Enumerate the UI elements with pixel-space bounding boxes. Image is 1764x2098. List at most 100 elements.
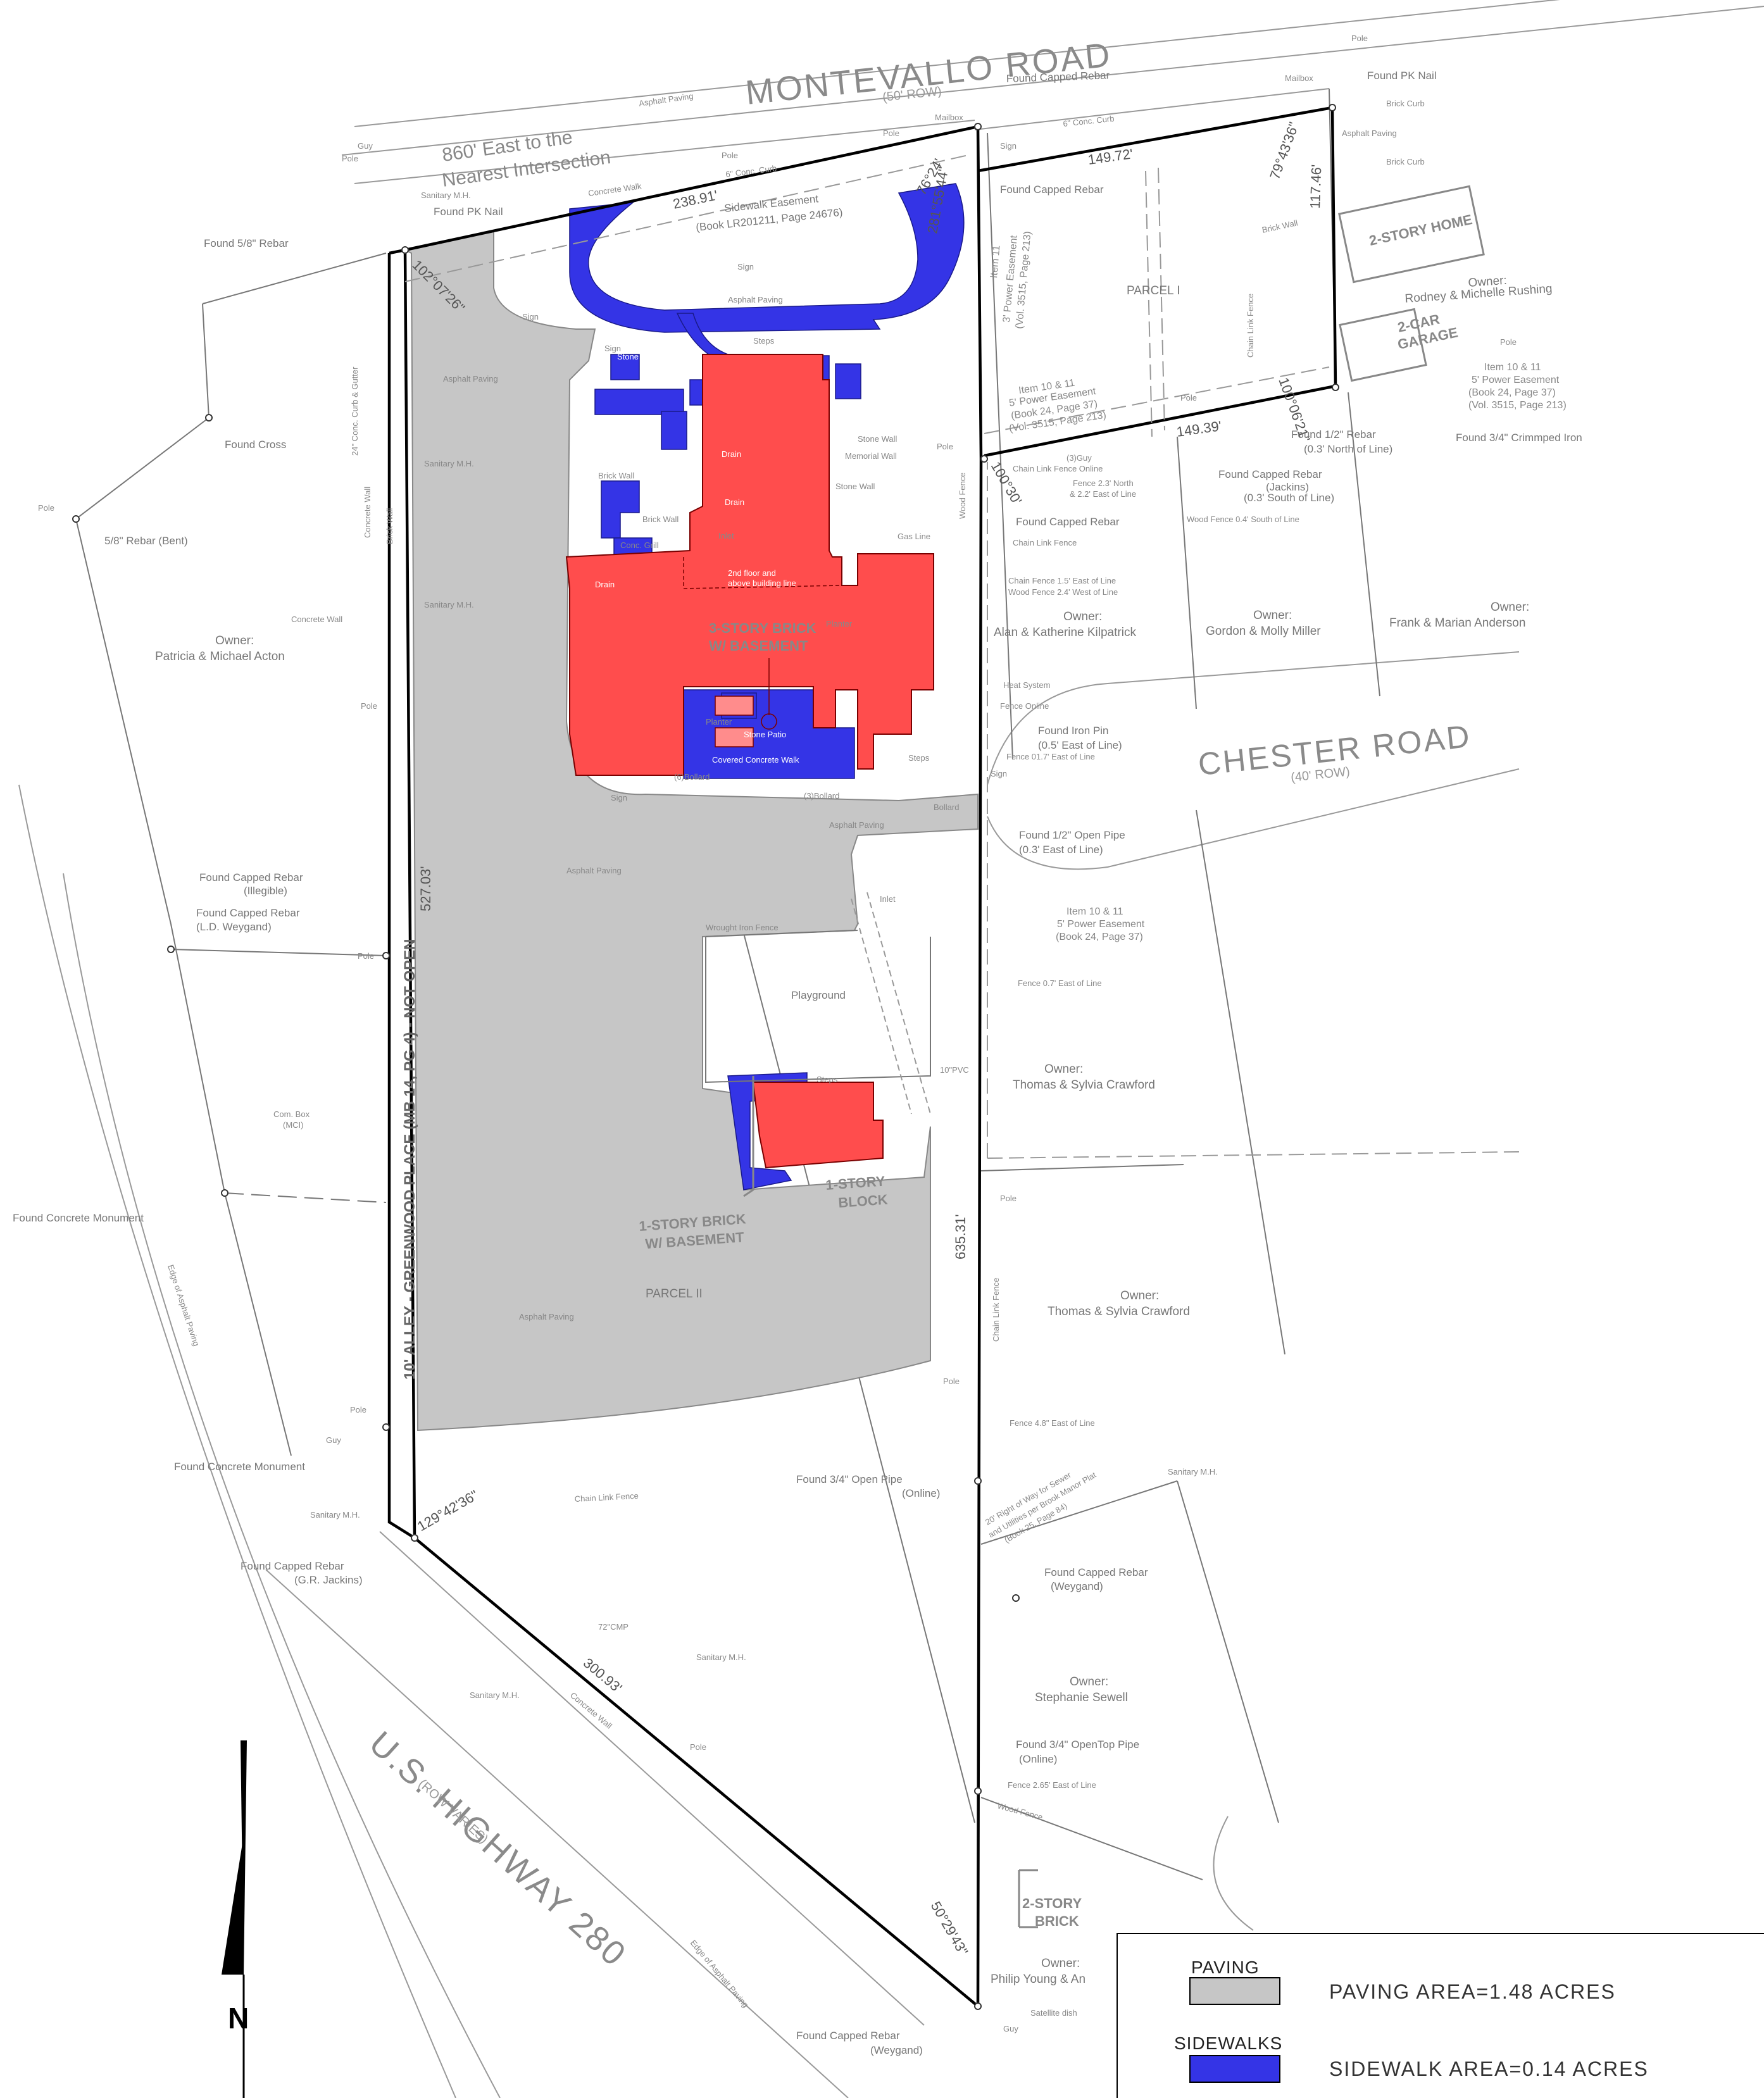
road-lines — [18, 0, 1764, 2098]
owner-labels: Owner: Rodney & Michelle Rushing Owner: … — [155, 274, 1553, 1986]
svg-text:6" Conc. Curb: 6" Conc. Curb — [1063, 114, 1115, 128]
svg-text:(Weygand): (Weygand) — [1051, 1580, 1103, 1592]
svg-text:Pole: Pole — [690, 1742, 706, 1752]
buildings — [565, 354, 934, 1169]
easement-lines — [404, 154, 1520, 1159]
svg-text:Found Capped Rebar: Found Capped Rebar — [1218, 468, 1322, 480]
svg-text:(L.D. Weygand): (L.D. Weygand) — [196, 921, 272, 933]
svg-text:Sanitary M.H.: Sanitary M.H. — [1168, 1467, 1218, 1477]
svg-text:Owner:: Owner: — [1253, 609, 1292, 622]
parcel-ii-label: PARCEL II — [646, 1287, 703, 1301]
svg-text:Stone Wall: Stone Wall — [858, 434, 897, 444]
svg-text:Inlet: Inlet — [718, 531, 734, 540]
svg-text:(0.5' East of Line): (0.5' East of Line) — [1038, 739, 1122, 751]
svg-text:5' Power Easement: 5' Power Easement — [1472, 375, 1560, 385]
svg-text:Owner:: Owner: — [1120, 1289, 1159, 1302]
svg-text:3-STORY BRICK: 3-STORY BRICK — [709, 620, 816, 636]
svg-text:Fence 4.8" East of Line: Fence 4.8" East of Line — [1010, 1418, 1095, 1428]
svg-text:Fence Online: Fence Online — [1000, 701, 1049, 711]
svg-text:Drain: Drain — [595, 580, 615, 589]
svg-text:Found PK Nail: Found PK Nail — [434, 206, 503, 218]
svg-text:Fence 0.7' East of Line: Fence 0.7' East of Line — [1018, 978, 1102, 988]
svg-text:(Book 24, Page 37): (Book 24, Page 37) — [1468, 387, 1556, 398]
svg-text:Bollard: Bollard — [934, 802, 959, 812]
svg-text:Brick Wall: Brick Wall — [1261, 218, 1299, 235]
svg-text:Owner:: Owner: — [1468, 274, 1508, 290]
svg-text:Chain Link Fence: Chain Link Fence — [574, 1491, 639, 1504]
svg-text:Chain Link Fence: Chain Link Fence — [991, 1278, 1001, 1342]
svg-text:Mailbox: Mailbox — [935, 113, 963, 122]
svg-text:Found Capped Rebar: Found Capped Rebar — [196, 907, 300, 919]
svg-text:Playground: Playground — [791, 989, 846, 1001]
feature-labels: Asphalt Paving Asphalt Paving Asphalt Pa… — [38, 34, 1517, 2033]
svg-text:Item 10 & 11: Item 10 & 11 — [1484, 362, 1541, 373]
svg-text:(Vol. 3515, Page 213): (Vol. 3515, Page 213) — [1468, 400, 1567, 411]
svg-text:Patricia & Michael Acton: Patricia & Michael Acton — [155, 650, 285, 663]
svg-text:Asphalt Paving: Asphalt Paving — [519, 1312, 574, 1321]
svg-text:Gordon & Molly Miller: Gordon & Molly Miller — [1206, 625, 1321, 638]
monument-markers — [72, 104, 1339, 2010]
svg-text:Planter: Planter — [706, 717, 732, 727]
svg-text:Thomas & Sylvia Crawford: Thomas & Sylvia Crawford — [1048, 1305, 1190, 1318]
north-arrow: N — [222, 1740, 249, 2098]
svg-text:Pole: Pole — [38, 503, 54, 513]
svg-text:Brick Curb: Brick Curb — [1386, 99, 1425, 108]
svg-text:above building line: above building line — [728, 578, 796, 588]
svg-text:Chain Link Fence: Chain Link Fence — [1013, 538, 1077, 547]
svg-text:Fence 01.7' East of Line: Fence 01.7' East of Line — [1006, 752, 1095, 761]
svg-text:Owner:: Owner: — [1041, 1957, 1080, 1970]
svg-text:Drain: Drain — [722, 449, 741, 459]
svg-text:Owner:: Owner: — [215, 634, 254, 647]
outbuildings — [743, 185, 1485, 1928]
sidewalk-areas — [569, 183, 965, 1190]
alley-label: 10' ALLEY - GREENWOOD PLACE (MB 14, PG 4… — [401, 939, 418, 1380]
svg-text:Inlet: Inlet — [880, 894, 896, 904]
svg-text:(Online): (Online) — [902, 1487, 940, 1499]
svg-text:BRICK: BRICK — [1035, 1913, 1079, 1929]
svg-text:Drain: Drain — [725, 497, 744, 507]
svg-text:Memorial Wall: Memorial Wall — [845, 451, 897, 461]
svg-text:Sanitary M.H.: Sanitary M.H. — [424, 459, 474, 468]
svg-text:Sign: Sign — [604, 344, 621, 353]
svg-text:Found Capped Rebar: Found Capped Rebar — [796, 2030, 900, 2042]
small-building — [752, 1082, 884, 1169]
svg-text:149.39': 149.39' — [1175, 418, 1222, 440]
svg-text:Found 1/2" Rebar: Found 1/2" Rebar — [1291, 428, 1376, 440]
svg-text:Asphalt Paving: Asphalt Paving — [829, 820, 884, 830]
svg-text:Sanitary M.H.: Sanitary M.H. — [470, 1690, 520, 1700]
svg-text:Found Cross: Found Cross — [225, 439, 286, 451]
svg-text:527.03': 527.03' — [418, 866, 434, 912]
svg-text:Item 11: Item 11 — [989, 245, 1002, 279]
svg-text:24" Conc. Curb & Gutter: 24" Conc. Curb & Gutter — [350, 366, 360, 456]
svg-text:Found 1/2" Open Pipe: Found 1/2" Open Pipe — [1019, 829, 1125, 841]
svg-text:Heat System: Heat System — [1003, 680, 1050, 690]
svg-text:Gas Line: Gas Line — [898, 532, 930, 541]
svg-text:5/8" Rebar (Bent): 5/8" Rebar (Bent) — [104, 535, 188, 547]
svg-text:Pole: Pole — [1180, 393, 1197, 403]
svg-text:Found Capped Rebar: Found Capped Rebar — [1000, 184, 1104, 196]
svg-text:Found Iron Pin: Found Iron Pin — [1038, 725, 1109, 737]
legend-paving-title: PAVING — [1191, 1958, 1260, 1977]
sidewalk-easement-2: (Book LR201211, Page 24676) — [695, 206, 843, 234]
easement-labels: Item 10 & 11 5' Power Easement (Book 24,… — [984, 231, 1567, 1545]
svg-text:Stone Patio: Stone Patio — [744, 730, 786, 739]
svg-text:Pole: Pole — [883, 128, 899, 138]
svg-text:N: N — [228, 2002, 249, 2035]
svg-text:Brick Wall: Brick Wall — [598, 471, 634, 480]
svg-text:79°43'36": 79°43'36" — [1267, 120, 1302, 182]
legend-sidewalk-swatch — [1189, 2055, 1280, 2083]
svg-text:Found 5/8" Rebar: Found 5/8" Rebar — [204, 237, 289, 249]
svg-text:Found Capped Rebar: Found Capped Rebar — [199, 871, 303, 884]
svg-text:& 2.2' East of Line: & 2.2' East of Line — [1070, 489, 1136, 499]
svg-text:Philip Young & An: Philip Young & An — [991, 1973, 1085, 1986]
svg-text:129°42'36": 129°42'36" — [415, 1487, 481, 1534]
svg-text:(0.3' South of Line): (0.3' South of Line) — [1244, 492, 1334, 504]
svg-text:Sign: Sign — [611, 793, 627, 802]
svg-text:72"CMP: 72"CMP — [598, 1622, 629, 1632]
svg-text:(3)Bollard: (3)Bollard — [804, 791, 839, 801]
svg-text:Sanitary M.H.: Sanitary M.H. — [424, 600, 474, 609]
svg-text:Guy: Guy — [1003, 2024, 1018, 2033]
svg-text:Pole: Pole — [1351, 34, 1368, 43]
svg-text:Edge of Asphalt Paving: Edge of Asphalt Paving — [689, 1938, 751, 2009]
